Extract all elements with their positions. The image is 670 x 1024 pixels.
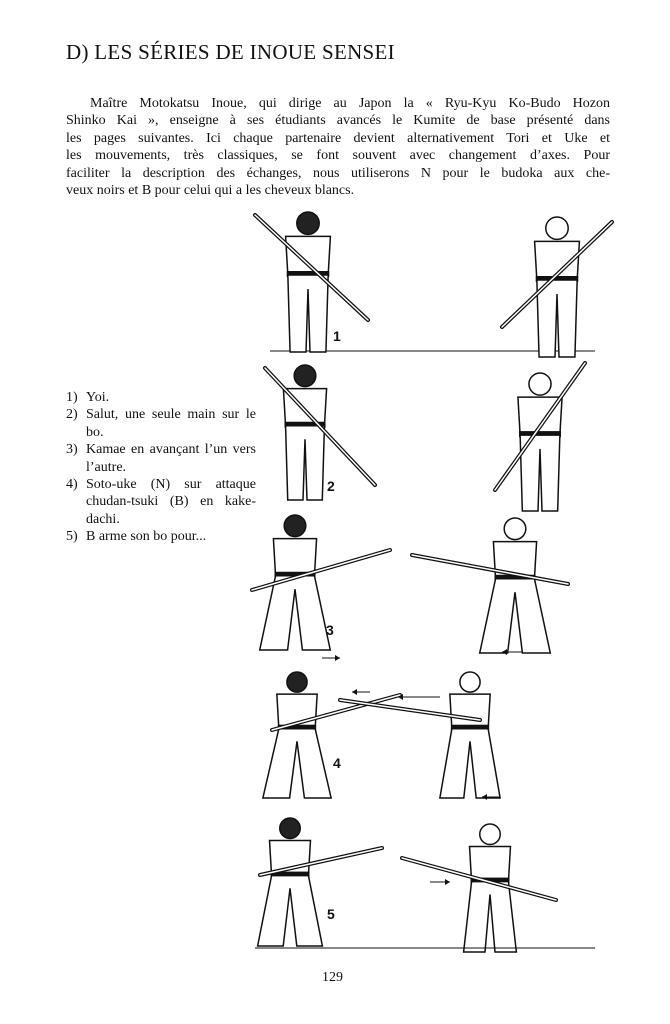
bo-staff-highlight <box>501 221 613 328</box>
head <box>459 671 481 693</box>
step-item: 5) B arme son bo pour... <box>66 528 256 545</box>
step-item: 3) Kamae en avançant l’un vers l’autre. <box>66 441 256 476</box>
gi-pants <box>261 727 333 799</box>
gi-pants <box>519 434 561 512</box>
bo-staff-highlight <box>264 367 376 486</box>
head <box>293 364 317 388</box>
gi-pants <box>284 425 326 501</box>
black-belt <box>274 571 316 578</box>
bo-staff-highlight <box>259 847 383 876</box>
bo-staff-highlight <box>494 362 586 491</box>
bo-staff-highlight <box>339 699 481 721</box>
figure-number: 1 <box>333 328 341 344</box>
gi-pants <box>438 727 502 799</box>
step-number: 5) <box>66 529 78 545</box>
arrow-head-icon <box>445 879 450 885</box>
black-belt <box>519 431 561 438</box>
gi-jacket <box>449 693 491 730</box>
step-number: 1) <box>66 390 78 405</box>
arrow-head-icon <box>335 655 340 661</box>
arrow-head-icon <box>482 794 487 800</box>
bo-staff-highlight <box>251 549 391 591</box>
text-line: les mouvements, très classiques, se font… <box>66 148 610 164</box>
text-line: Maître Motokatsu Inoue, qui dirige au Ja… <box>90 96 610 111</box>
gi-pants <box>462 880 518 953</box>
head <box>503 517 527 541</box>
step-number: 4) <box>66 477 78 493</box>
black-belt <box>284 421 326 428</box>
bo-staff-highlight <box>271 694 401 731</box>
black-belt <box>494 574 536 581</box>
text-line: Shinko Kai », enseigne à ses étudiants a… <box>66 113 610 129</box>
step-list: 1) Yoi. 2) Salut, une seule main sur le bo… <box>66 389 256 546</box>
head <box>279 817 301 840</box>
step-item: 4) Soto-uke (N) sur attaque chudan-tsuki … <box>66 476 256 528</box>
text-line: les pages suivantes. Ici chaque partenai… <box>66 130 610 146</box>
black-belt <box>286 271 330 277</box>
figure-number: 4 <box>333 755 341 771</box>
step-item: 2) Salut, une seule main sur le bo. <box>66 406 256 441</box>
step-text: Yoi. <box>86 390 110 405</box>
figure-number: 2 <box>327 478 335 494</box>
step-number: 3) <box>66 442 78 458</box>
text-line: faciliter la description des échanges, n… <box>66 165 610 181</box>
gi-pants <box>287 274 329 353</box>
arrow-head-icon <box>502 649 507 655</box>
gi-pants <box>256 874 324 947</box>
gi-pants <box>536 279 578 358</box>
step-text: B arme son bo pour... <box>86 529 207 545</box>
bo-staff-highlight <box>254 214 369 321</box>
black-belt <box>450 724 490 731</box>
head <box>545 216 569 241</box>
bo-staff-highlight <box>411 554 569 585</box>
black-belt <box>270 871 310 878</box>
head <box>479 823 501 846</box>
step-number: 2) <box>66 407 78 423</box>
head <box>286 671 308 693</box>
head <box>528 372 552 396</box>
step-text: Salut, une seule main sur le bo. <box>86 407 256 440</box>
arrow-head-icon <box>352 689 357 695</box>
black-belt <box>535 276 579 282</box>
step-text: Soto-uke (N) sur attaque chudan-tsuki (B… <box>86 477 256 527</box>
bo-staff-highlight <box>401 857 557 901</box>
text-line: veux noirs et B pour celui qui a les che… <box>66 183 355 199</box>
page-number: 129 <box>322 970 343 985</box>
gi-jacket <box>284 235 332 276</box>
step-item: 1) Yoi. <box>66 389 256 406</box>
figure-number: 3 <box>326 622 334 638</box>
step-text: Kamae en avançant l’un vers l’autre. <box>86 442 256 475</box>
head <box>283 514 307 538</box>
page-title: D) LES SÉRIES DE INOUE SENSEI <box>66 40 395 64</box>
gi-pants <box>258 575 332 651</box>
head <box>296 211 320 236</box>
figure-number: 5 <box>327 906 335 922</box>
gi-jacket <box>272 537 318 577</box>
intro-paragraph: Maître Motokatsu Inoue, qui dirige au Ja… <box>66 95 610 199</box>
arrow-head-icon <box>398 694 403 700</box>
gi-pants <box>478 578 552 654</box>
black-belt <box>277 724 317 731</box>
